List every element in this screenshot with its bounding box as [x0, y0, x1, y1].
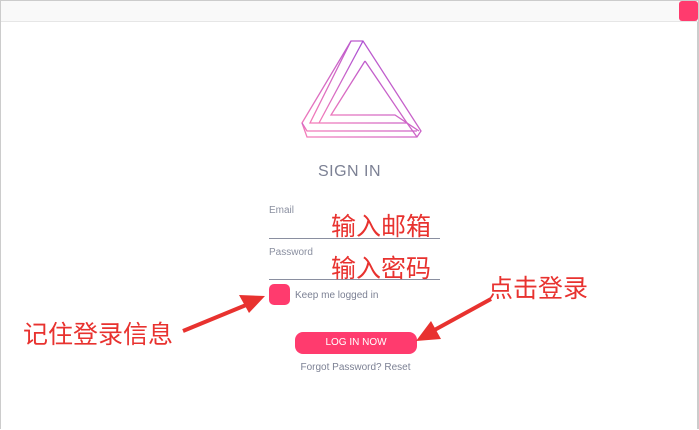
email-label: Email — [269, 205, 295, 216]
page-title: SIGN IN — [317, 163, 382, 180]
arrow-to-login — [428, 297, 492, 335]
email-input[interactable] — [269, 238, 440, 239]
annotation-email: 输入邮箱 — [331, 212, 432, 241]
remember-label: Keep me logged in — [295, 290, 379, 301]
login-button[interactable]: LOG IN NOW — [295, 332, 417, 354]
annotation-login: 点击登录 — [488, 274, 589, 303]
logo-icon — [301, 40, 422, 138]
password-label: Password — [269, 247, 313, 258]
remember-checkbox[interactable] — [269, 284, 290, 305]
password-input[interactable] — [269, 279, 440, 280]
arrow-to-checkbox — [182, 301, 252, 333]
arrowhead-icon — [239, 295, 265, 313]
window-titlebar — [1, 1, 698, 22]
annotation-remember: 记住登录信息 — [23, 320, 174, 349]
close-button[interactable] — [679, 1, 698, 21]
annotation-password: 输入密码 — [331, 254, 432, 283]
forgot-password-link[interactable]: Forgot Password? Reset — [300, 362, 411, 373]
arrowhead-icon — [416, 321, 441, 341]
